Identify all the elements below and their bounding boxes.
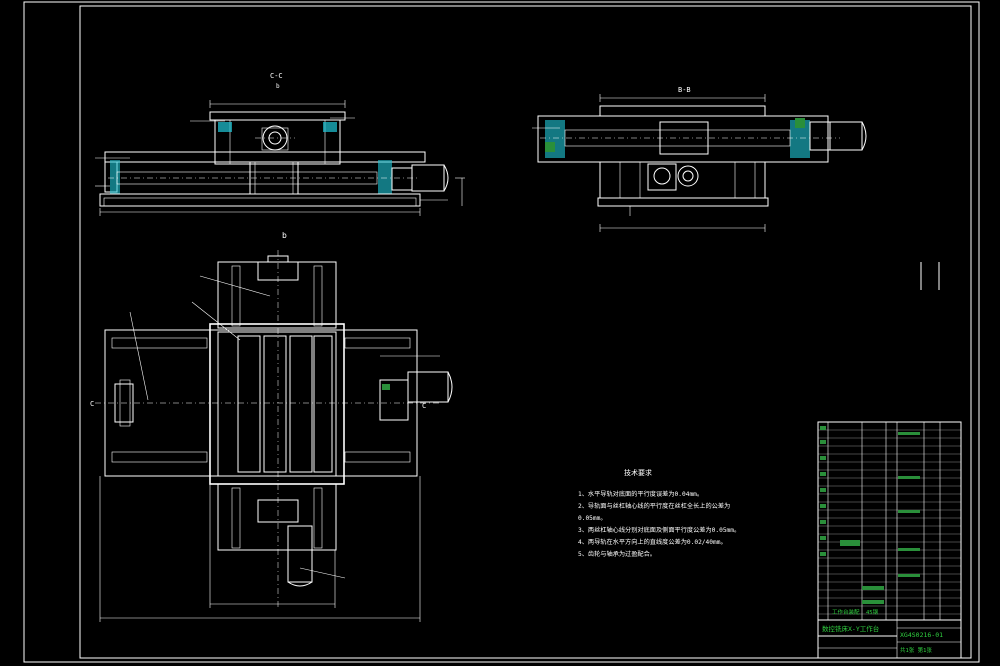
- plan-view: b C C: [90, 231, 453, 622]
- tech-req-item: 3、两丝杠轴心线分别对底面及侧面平行度公差为0.05mm。: [578, 526, 740, 534]
- section-cc-b-label: b: [276, 83, 280, 90]
- inner-frame: [79, 5, 972, 659]
- tech-req-item: 2、导轨面与丝杠轴心线的平行度在丝杠全长上的公差为: [578, 502, 730, 510]
- tech-req-title: 技术要求: [624, 468, 652, 477]
- plan-b-label: b: [282, 231, 287, 240]
- tech-req-item: 1、水平导轨对底面的平行度误差为0.04mm。: [578, 490, 703, 498]
- drawing-code: XG4S0216-01: [900, 631, 943, 639]
- tech-req-item: 4、两导轨在水平方向上的直线度公差为0.02/40mm。: [578, 538, 727, 546]
- outer-frame: [23, 1, 980, 663]
- title-block: 工作台装配 45钢 数控铣床X-Y工作台 XG4S0216-01 共1张 第1张: [817, 421, 962, 659]
- section-cc-label: C-C: [270, 72, 283, 80]
- title-block-material-label: 45钢: [866, 608, 879, 616]
- section-bb-view: B-B: [532, 86, 867, 232]
- sheet-note: 共1张 第1张: [900, 646, 932, 654]
- plan-c-right-label: C: [422, 402, 426, 410]
- tech-req-item: 5、齿轮与轴承为过盈配合。: [578, 550, 656, 558]
- tech-req-item: 0.05mm。: [578, 515, 607, 522]
- section-cc-view: C-C b: [95, 72, 465, 216]
- drawing-name: 数控铣床X-Y工作台: [822, 624, 879, 633]
- title-block-assembly-label: 工作台装配: [832, 608, 860, 616]
- plan-c-left-label: C: [90, 400, 94, 408]
- tech-requirements: 技术要求 1、水平导轨对底面的平行度误差为0.04mm。 2、导轨面与丝杠轴心线…: [578, 468, 740, 558]
- section-bb-label: B-B: [678, 86, 691, 94]
- parts-list-rows: [818, 429, 961, 615]
